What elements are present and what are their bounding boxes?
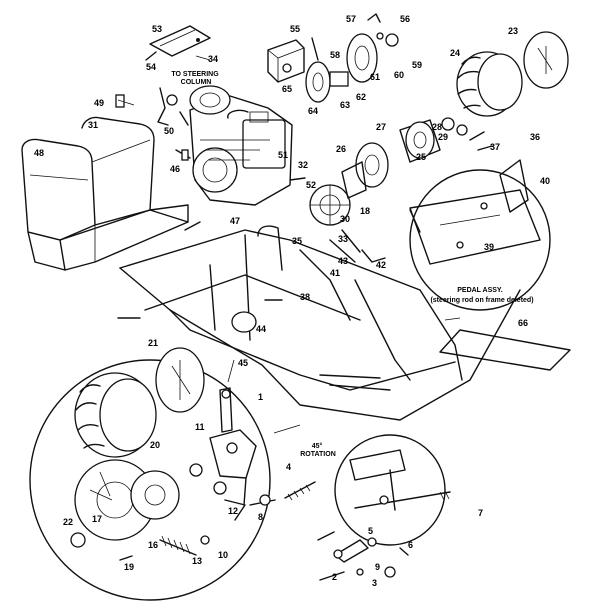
callout-7: 7 (478, 508, 483, 518)
callout-1: 1 (258, 392, 263, 402)
callout-9: 9 (375, 562, 380, 572)
callout-20: 20 (150, 440, 160, 450)
callout-39: 39 (484, 242, 494, 252)
callout-32: 32 (298, 160, 308, 170)
callout-28: 28 (432, 122, 442, 132)
caption-steering-line2: COLUMN (181, 79, 212, 86)
callout-8: 8 (258, 512, 263, 522)
engine (189, 85, 293, 206)
callout-53: 53 (152, 24, 162, 34)
pedal-assembly-detail (409, 159, 551, 311)
callout-31: 31 (88, 120, 98, 130)
steering-arm-parts (317, 531, 409, 581)
callout-56: 56 (400, 14, 410, 24)
axle-sprocket (289, 142, 389, 226)
callout-17: 17 (92, 514, 102, 524)
clutch-assembly (305, 13, 399, 103)
callout-21: 21 (148, 338, 158, 348)
callout-6: 6 (408, 540, 413, 550)
callout-34: 34 (208, 54, 218, 64)
callout-44: 44 (256, 324, 266, 334)
callout-2: 2 (332, 572, 337, 582)
callout-38: 38 (300, 292, 310, 302)
callout-22: 22 (63, 517, 73, 527)
callout-16: 16 (148, 540, 158, 550)
callout-66: 66 (518, 318, 528, 328)
callout-4: 4 (286, 462, 291, 472)
steering-column-bracket (145, 25, 211, 61)
callout-55: 55 (290, 24, 300, 34)
chain-guard (439, 329, 571, 371)
callout-25: 25 (416, 152, 426, 162)
callout-40: 40 (540, 176, 550, 186)
callout-60: 60 (394, 70, 404, 80)
callout-58: 58 (330, 50, 340, 60)
caption-pedal-note: (steering rod on frame deleted) (430, 297, 533, 304)
seat (21, 116, 189, 271)
callout-5: 5 (368, 526, 373, 536)
front-wheel-detail (29, 347, 271, 601)
callout-30: 30 (340, 214, 350, 224)
main-frame (119, 225, 521, 421)
callout-3: 3 (372, 578, 377, 588)
callout-24: 24 (450, 48, 460, 58)
caption-steering-column: TO STEERING COLUMN (171, 71, 220, 86)
callout-19: 19 (124, 562, 134, 572)
callout-51: 51 (278, 150, 288, 160)
callout-36: 36 (530, 132, 540, 142)
rear-hub-right (399, 117, 493, 163)
callout-47: 47 (230, 216, 240, 226)
callout-18: 18 (360, 206, 370, 216)
callout-61: 61 (370, 72, 380, 82)
callout-54: 54 (146, 62, 156, 72)
callout-49: 49 (94, 98, 104, 108)
callout-42: 42 (376, 260, 386, 270)
callout-33: 33 (338, 234, 348, 244)
callout-26: 26 (336, 144, 346, 154)
callout-52: 52 (306, 180, 316, 190)
callout-64: 64 (308, 106, 318, 116)
callout-10: 10 (218, 550, 228, 560)
callout-50: 50 (164, 126, 174, 136)
leader-lines (117, 55, 461, 434)
callout-46: 46 (170, 164, 180, 174)
callout-62: 62 (356, 92, 366, 102)
caption-rotation: 45° ROTATION (300, 442, 336, 458)
callout-65: 65 (282, 84, 292, 94)
callout-45: 45 (238, 358, 248, 368)
captions: TO STEERING COLUMN PEDAL ASSY. (steering… (171, 71, 533, 458)
caption-rotation-line2: ROTATION (300, 451, 336, 458)
callout-59: 59 (412, 60, 422, 70)
callout-13: 13 (192, 556, 202, 566)
callout-63: 63 (340, 100, 350, 110)
callout-43: 43 (338, 256, 348, 266)
callout-35: 35 (292, 236, 302, 246)
caption-pedal-assy: PEDAL ASSY. (457, 287, 503, 294)
callout-37: 37 (490, 142, 500, 152)
rear-tire-top (456, 31, 569, 117)
callout-57: 57 (346, 14, 356, 24)
callout-48: 48 (34, 148, 44, 158)
callout-23: 23 (508, 26, 518, 36)
spindle-bracket (209, 429, 276, 521)
callout-41: 41 (330, 268, 340, 278)
steering-rods (117, 229, 386, 319)
callout-29: 29 (438, 132, 448, 142)
spindle-detail (334, 434, 446, 546)
callout-12: 12 (228, 506, 238, 516)
callout-27: 27 (376, 122, 386, 132)
callout-labels: 1 2 3 4 5 6 7 8 9 10 11 12 13 16 17 18 1… (34, 14, 550, 588)
caption-rotation-line1: 45° (312, 442, 323, 450)
caption-steering-line1: TO STEERING (171, 71, 219, 78)
callout-11: 11 (195, 422, 205, 432)
tie-rod (284, 481, 451, 509)
clutch-guard (267, 37, 319, 83)
